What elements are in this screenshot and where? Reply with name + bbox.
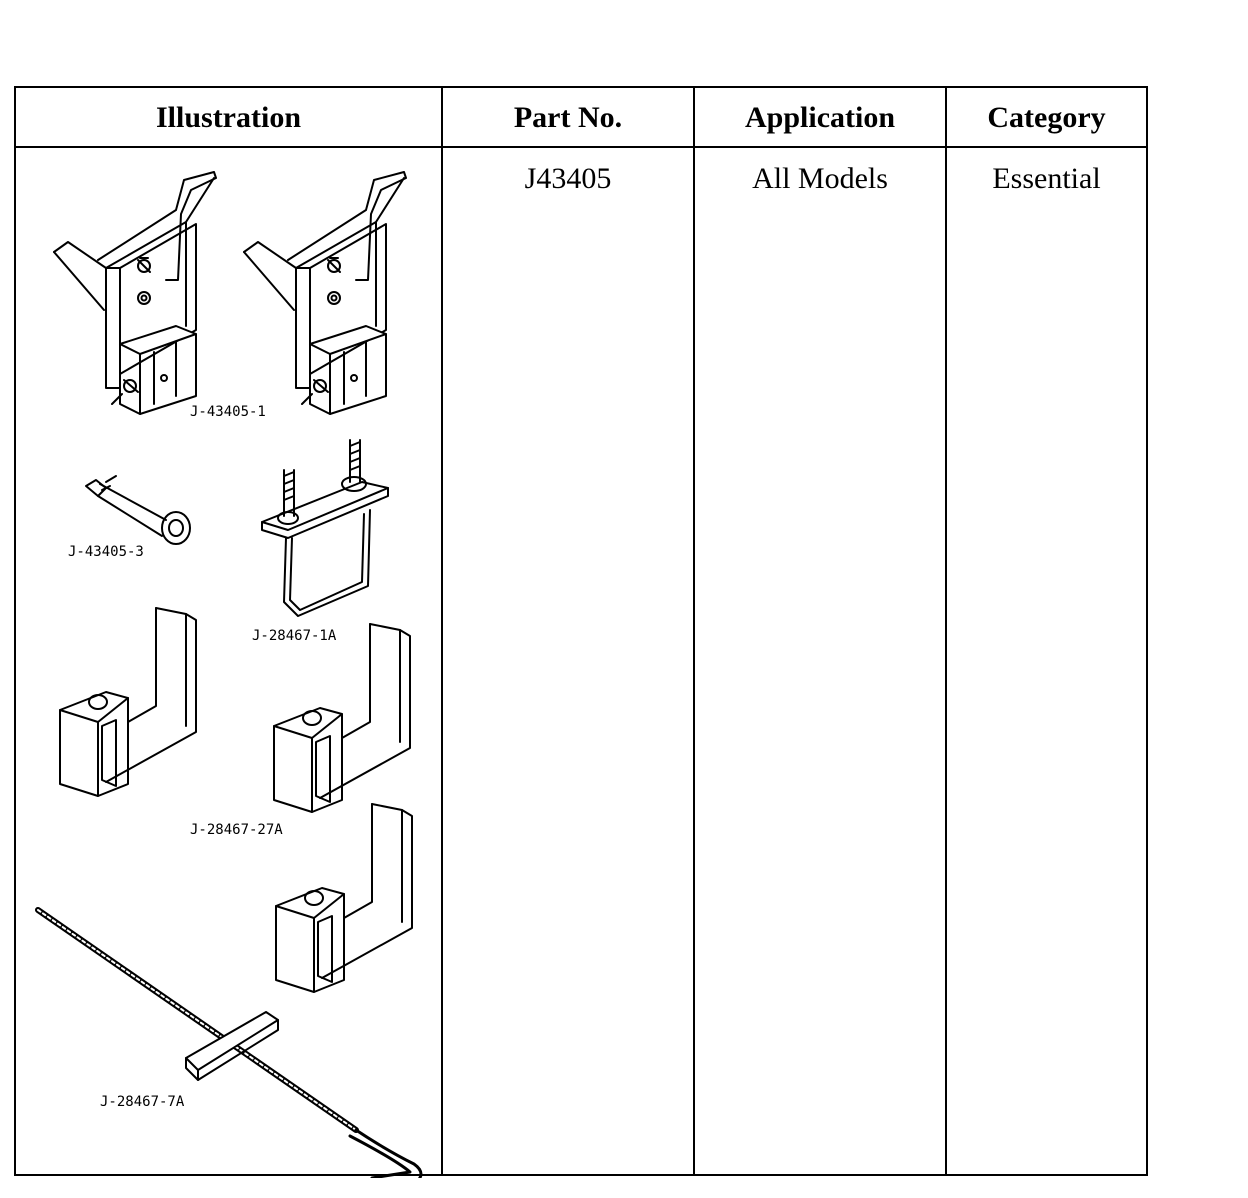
- column-divider: [693, 88, 695, 1174]
- column-divider: [945, 88, 947, 1174]
- header-category: Category: [987, 101, 1106, 134]
- label-part-1: J-43405-1: [190, 404, 266, 420]
- label-part-3: J-43405-3: [68, 544, 144, 560]
- bracket-tool-right-drawing: [243, 171, 407, 415]
- label-part-7a: J-28467-7A: [100, 1094, 185, 1110]
- cell-application: All Models: [752, 162, 888, 195]
- header-part-no: Part No.: [513, 101, 623, 134]
- hook-block-left-drawing: [59, 607, 197, 797]
- adapter-drawing: [85, 475, 191, 545]
- cell-part-no: J43405: [524, 162, 612, 195]
- tool-table: Illustration Part No. Application Catego…: [14, 86, 1148, 1178]
- header-divider: [16, 146, 1146, 148]
- column-divider: [441, 88, 443, 1174]
- label-part-27a: J-28467-27A: [190, 822, 283, 838]
- plate-hook-drawing: [261, 439, 389, 617]
- header-illustration: Illustration: [155, 101, 302, 134]
- bracket-tool-left-drawing: [53, 171, 217, 415]
- hook-block-middle-drawing: [273, 623, 411, 813]
- threaded-rod-drawing: [35, 907, 423, 1178]
- tool-illustration: J-43405-1 J-43405-3: [35, 171, 423, 1178]
- cell-category: Essential: [992, 162, 1101, 195]
- hook-block-lower-drawing: [275, 803, 413, 993]
- header-application: Application: [744, 101, 896, 134]
- label-part-1a: J-28467-1A: [252, 628, 337, 644]
